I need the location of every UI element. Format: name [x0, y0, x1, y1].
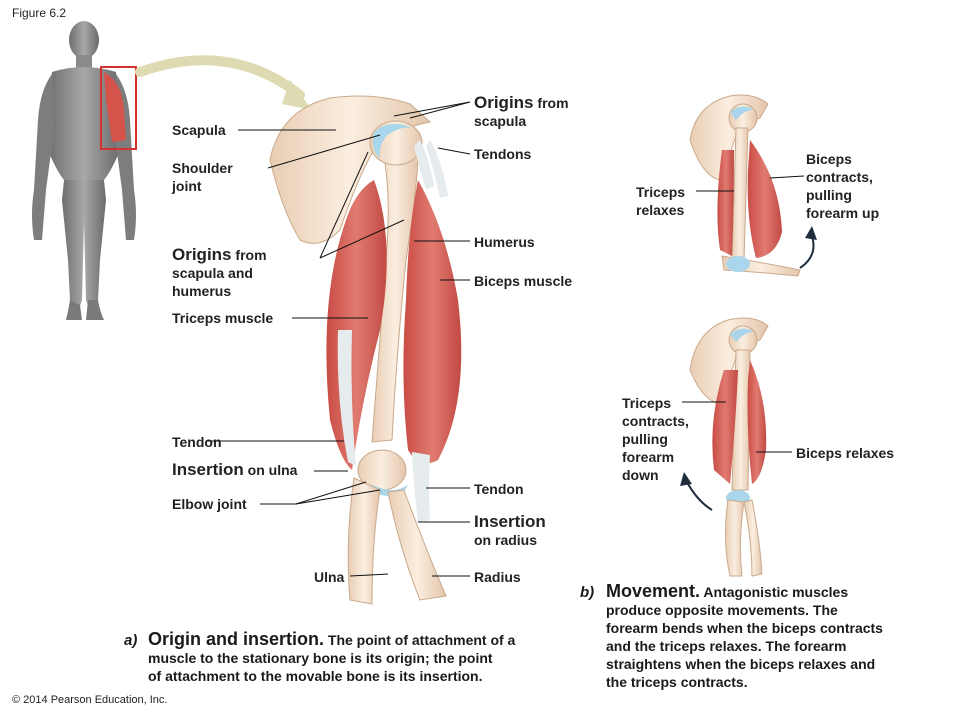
- label-origins-scapula: Origins from scapula: [474, 93, 569, 130]
- label-biceps-contracts: Biceps contracts, pulling forearm up: [806, 151, 880, 221]
- arm-flexed: [689, 94, 801, 277]
- label-shoulder-joint: Shoulder joint: [172, 160, 233, 194]
- arm-extended: [689, 317, 769, 577]
- label-ulna: Ulna: [314, 569, 345, 585]
- label-triceps-contracts: Triceps contracts, pulling forearm down: [622, 395, 689, 483]
- copyright: © 2014 Pearson Education, Inc.: [12, 694, 168, 706]
- label-tendon-right: Tendon: [474, 481, 524, 497]
- label-humerus: Humerus: [474, 234, 535, 250]
- caption-b: Movement. Antagonistic muscles produce o…: [606, 581, 883, 690]
- label-scapula: Scapula: [172, 122, 226, 138]
- label-origins-scapula-humerus: Origins from scapula and humerus: [172, 245, 267, 300]
- label-insertion-radius: Insertion on radius: [474, 512, 546, 549]
- label-biceps-relaxes: Biceps relaxes: [796, 445, 895, 461]
- label-tendons: Tendons: [474, 146, 532, 162]
- figure-label: Figure 6.2: [12, 6, 67, 20]
- leader-lines: [206, 101, 805, 577]
- zoom-arrow: [135, 55, 305, 100]
- label-insertion-ulna: Insertion on ulna: [172, 460, 298, 479]
- label-triceps-relaxes: Triceps relaxes: [636, 184, 686, 218]
- highlight-box: [100, 66, 137, 150]
- label-elbow-joint: Elbow joint: [172, 496, 247, 512]
- main-arm: [269, 95, 462, 605]
- label-radius: Radius: [474, 569, 521, 585]
- label-biceps-muscle: Biceps muscle: [474, 273, 573, 289]
- label-triceps-muscle: Triceps muscle: [172, 310, 274, 326]
- caption-a-tag: a): [124, 632, 138, 649]
- arrow-down: [685, 479, 713, 511]
- arrow-up: [799, 235, 815, 269]
- caption-a: Origin and insertion. The point of attac…: [148, 629, 516, 684]
- body-figure: [32, 21, 136, 320]
- caption-b-tag: b): [580, 584, 595, 601]
- label-tendon-left: Tendon: [172, 434, 222, 450]
